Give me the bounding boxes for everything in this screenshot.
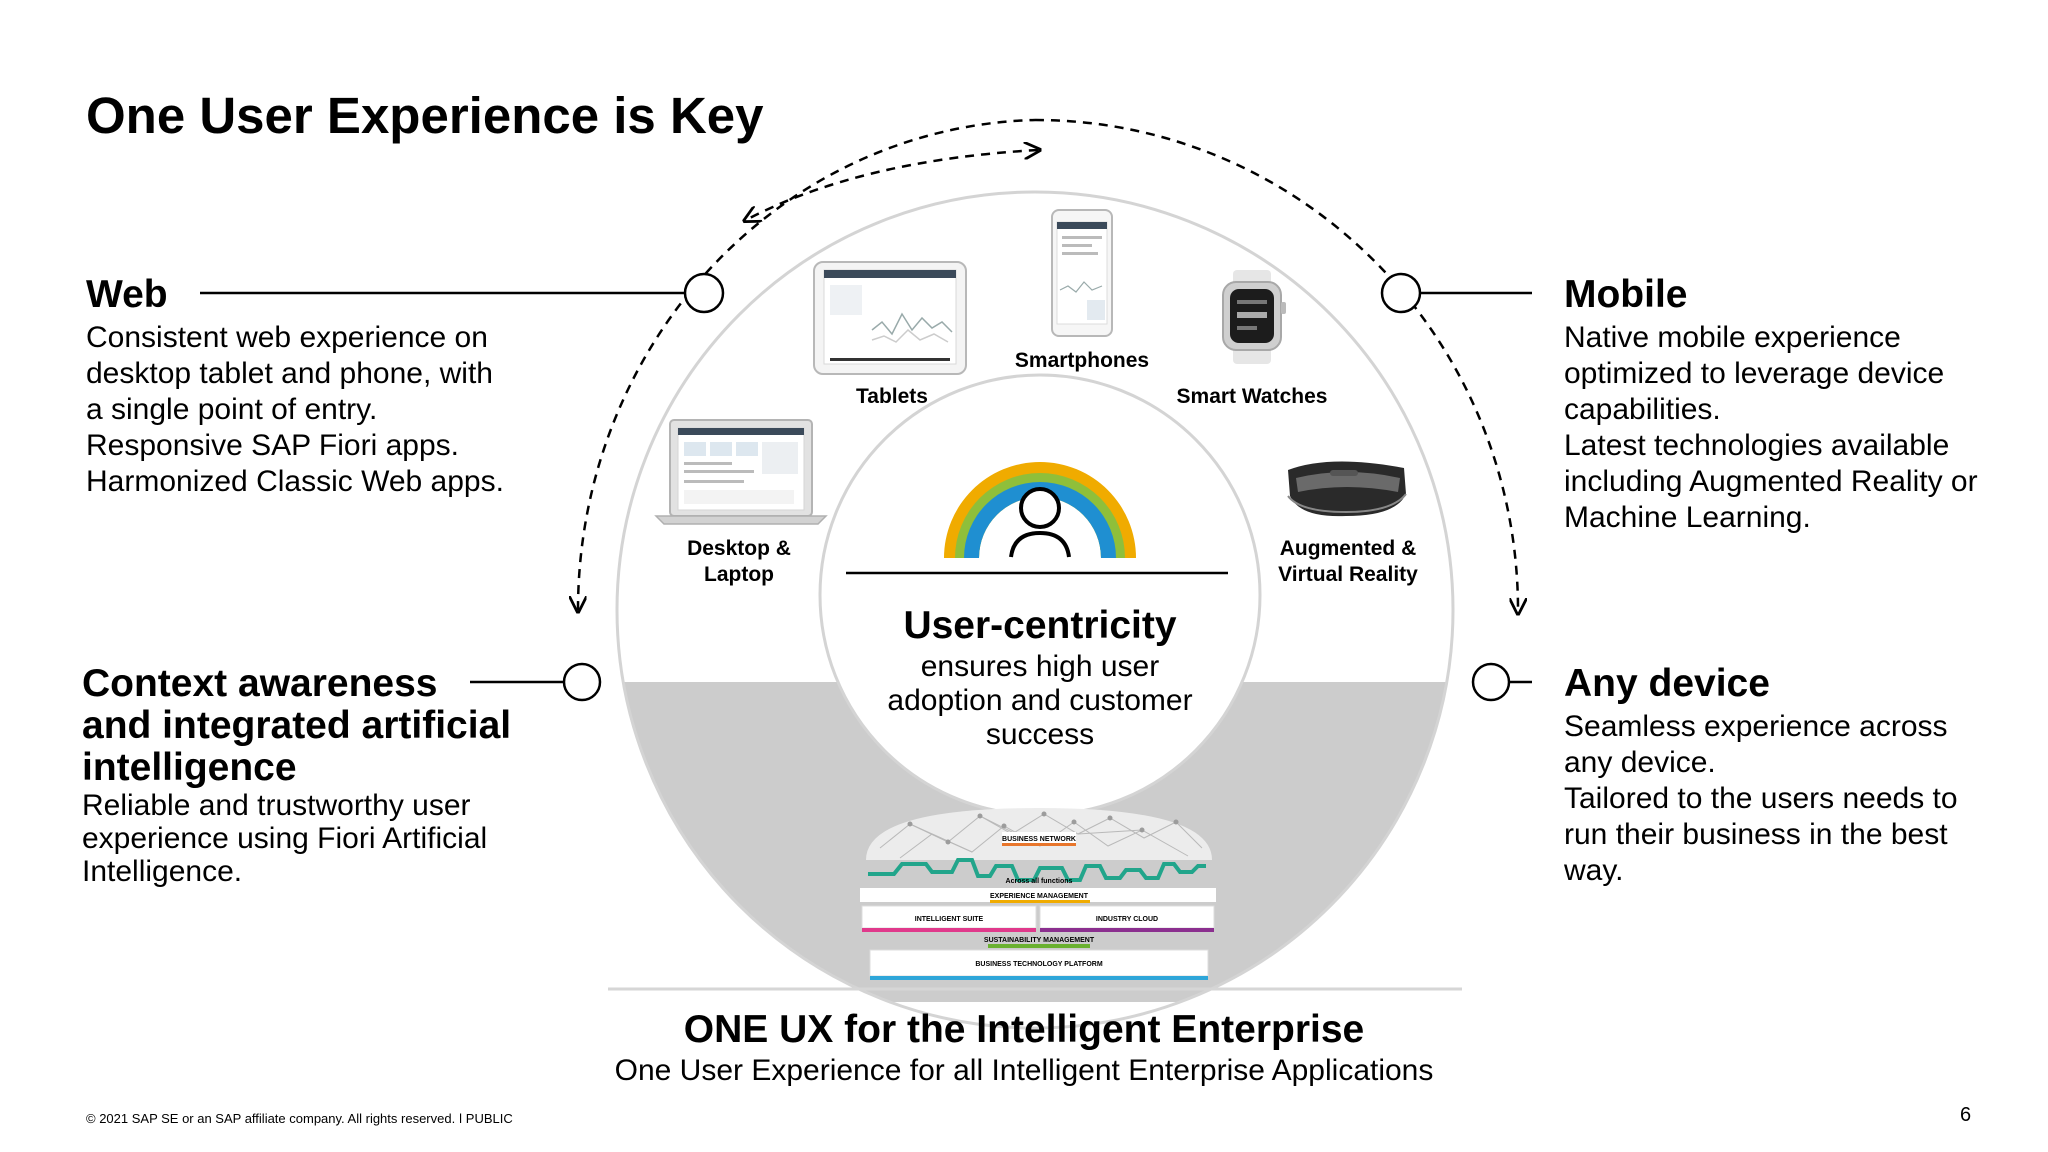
desktop-label-line: Laptop [704, 563, 774, 586]
mobile-heading: Mobile [1564, 273, 1688, 316]
any-device-section: Any device Seamless experience across an… [1564, 663, 1958, 889]
any-device-body-line: any device. [1564, 746, 1716, 779]
page-number: 6 [1960, 1104, 1972, 1126]
context-connector-node [562, 662, 602, 702]
smart-watches-label: Smart Watches [1176, 385, 1328, 408]
mobile-body-line: Latest technologies available [1564, 429, 1950, 462]
any-device-body-line: Seamless experience across [1564, 710, 1948, 743]
context-heading-line: Context awareness [82, 662, 438, 705]
desktop-laptop-label: Desktop & Laptop [664, 536, 814, 588]
svg-text:BUSINESS NETWORK: BUSINESS NETWORK [1002, 836, 1076, 843]
connectors [200, 272, 1532, 702]
mobile-body-line: including Augmented Reality or [1564, 465, 1978, 498]
ar-headset-device [1287, 461, 1407, 517]
slide-title: One User Experience is Key [86, 87, 764, 144]
context-body-line: experience using Fiori Artificial [82, 822, 488, 855]
desktop-label-line: Desktop & [687, 537, 791, 560]
context-heading-line: and integrated artificial [82, 704, 512, 747]
web-section: Web Consistent web experience on desktop… [86, 274, 504, 500]
context-heading: Context awareness and integrated artific… [82, 663, 511, 789]
context-body: Reliable and trustworthy user experience… [82, 789, 511, 888]
mobile-body-line: Native mobile experience [1564, 321, 1901, 354]
mobile-body: Native mobile experience optimized to le… [1564, 320, 1978, 536]
svg-text:EXPERIENCE MANAGEMENT: EXPERIENCE MANAGEMENT [990, 893, 1089, 900]
tablet-device [813, 261, 967, 375]
anydevice-connector-node [1471, 662, 1511, 702]
any-device-heading: Any device [1564, 662, 1770, 705]
network-line [868, 858, 1206, 882]
center-body-line: adoption and customer [887, 684, 1193, 717]
web-body-line: Responsive SAP Fiori apps. [86, 429, 459, 462]
mobile-body-line: optimized to leverage device [1564, 357, 1945, 390]
smartphone-device [1051, 209, 1113, 337]
ar-vr-label-line: Virtual Reality [1278, 563, 1418, 586]
context-body-line: Intelligence. [82, 855, 243, 888]
mobile-body-line: capabilities. [1564, 393, 1721, 426]
web-body-line: desktop tablet and phone, with [86, 357, 493, 390]
ar-vr-label-line: Augmented & [1279, 537, 1417, 560]
web-heading: Web [86, 273, 168, 316]
architecture-stack: BUSINESS NETWORK Across all functions EX… [860, 808, 1216, 980]
center-body: ensures high user adoption and customer … [840, 650, 1240, 752]
web-connector-node [683, 272, 725, 314]
any-device-body-line: Tailored to the users needs to [1564, 782, 1958, 815]
inner-arc-arrow [746, 150, 1038, 220]
dashed-arcs [578, 118, 1518, 612]
mobile-connector-node [1380, 272, 1422, 314]
svg-text:BUSINESS TECHNOLOGY PLATFORM: BUSINESS TECHNOLOGY PLATFORM [975, 961, 1102, 968]
svg-text:INTELLIGENT SUITE: INTELLIGENT SUITE [915, 916, 984, 923]
svg-text:Across all functions: Across all functions [1006, 878, 1073, 885]
any-device-body-line: run their business in the best [1564, 818, 1948, 851]
footer-copyright: © 2021 SAP SE or an SAP affiliate compan… [86, 1111, 513, 1126]
any-device-body-line: way. [1564, 854, 1624, 887]
mobile-section: Mobile Native mobile experience optimize… [1564, 274, 1978, 536]
center-body-line: ensures high user [920, 650, 1160, 683]
web-body: Consistent web experience on desktop tab… [86, 320, 504, 500]
context-body-line: Reliable and trustworthy user [82, 789, 471, 822]
tablets-label: Tablets [856, 385, 928, 408]
outer-arc-arrow [578, 118, 1036, 610]
web-body-line: a single point of entry. [86, 393, 378, 426]
svg-text:SUSTAINABILITY MANAGEMENT: SUSTAINABILITY MANAGEMENT [984, 937, 1095, 944]
bottom-subtitle: One User Experience for all Intelligent … [614, 1054, 1434, 1087]
rainbow-user-icon [944, 462, 1136, 558]
context-heading-line: intelligence [82, 746, 297, 789]
context-section: Context awareness and integrated artific… [82, 663, 511, 889]
web-body-line: Consistent web experience on [86, 321, 488, 354]
ar-vr-label: Augmented & Virtual Reality [1258, 536, 1438, 588]
web-body-line: Harmonized Classic Web apps. [86, 465, 504, 498]
smartphones-label: Smartphones [1014, 349, 1150, 372]
svg-text:INDUSTRY CLOUD: INDUSTRY CLOUD [1096, 916, 1158, 923]
outer-arc-right [1034, 118, 1518, 612]
smartwatch-device [1222, 270, 1286, 364]
laptop-device [654, 419, 828, 525]
bottom-title: ONE UX for the Intelligent Enterprise [683, 1008, 1365, 1051]
center-body-line: success [985, 718, 1095, 751]
mobile-body-line: Machine Learning. [1564, 501, 1811, 534]
center-heading: User-centricity [903, 604, 1177, 647]
any-device-body: Seamless experience across any device. T… [1564, 709, 1958, 889]
